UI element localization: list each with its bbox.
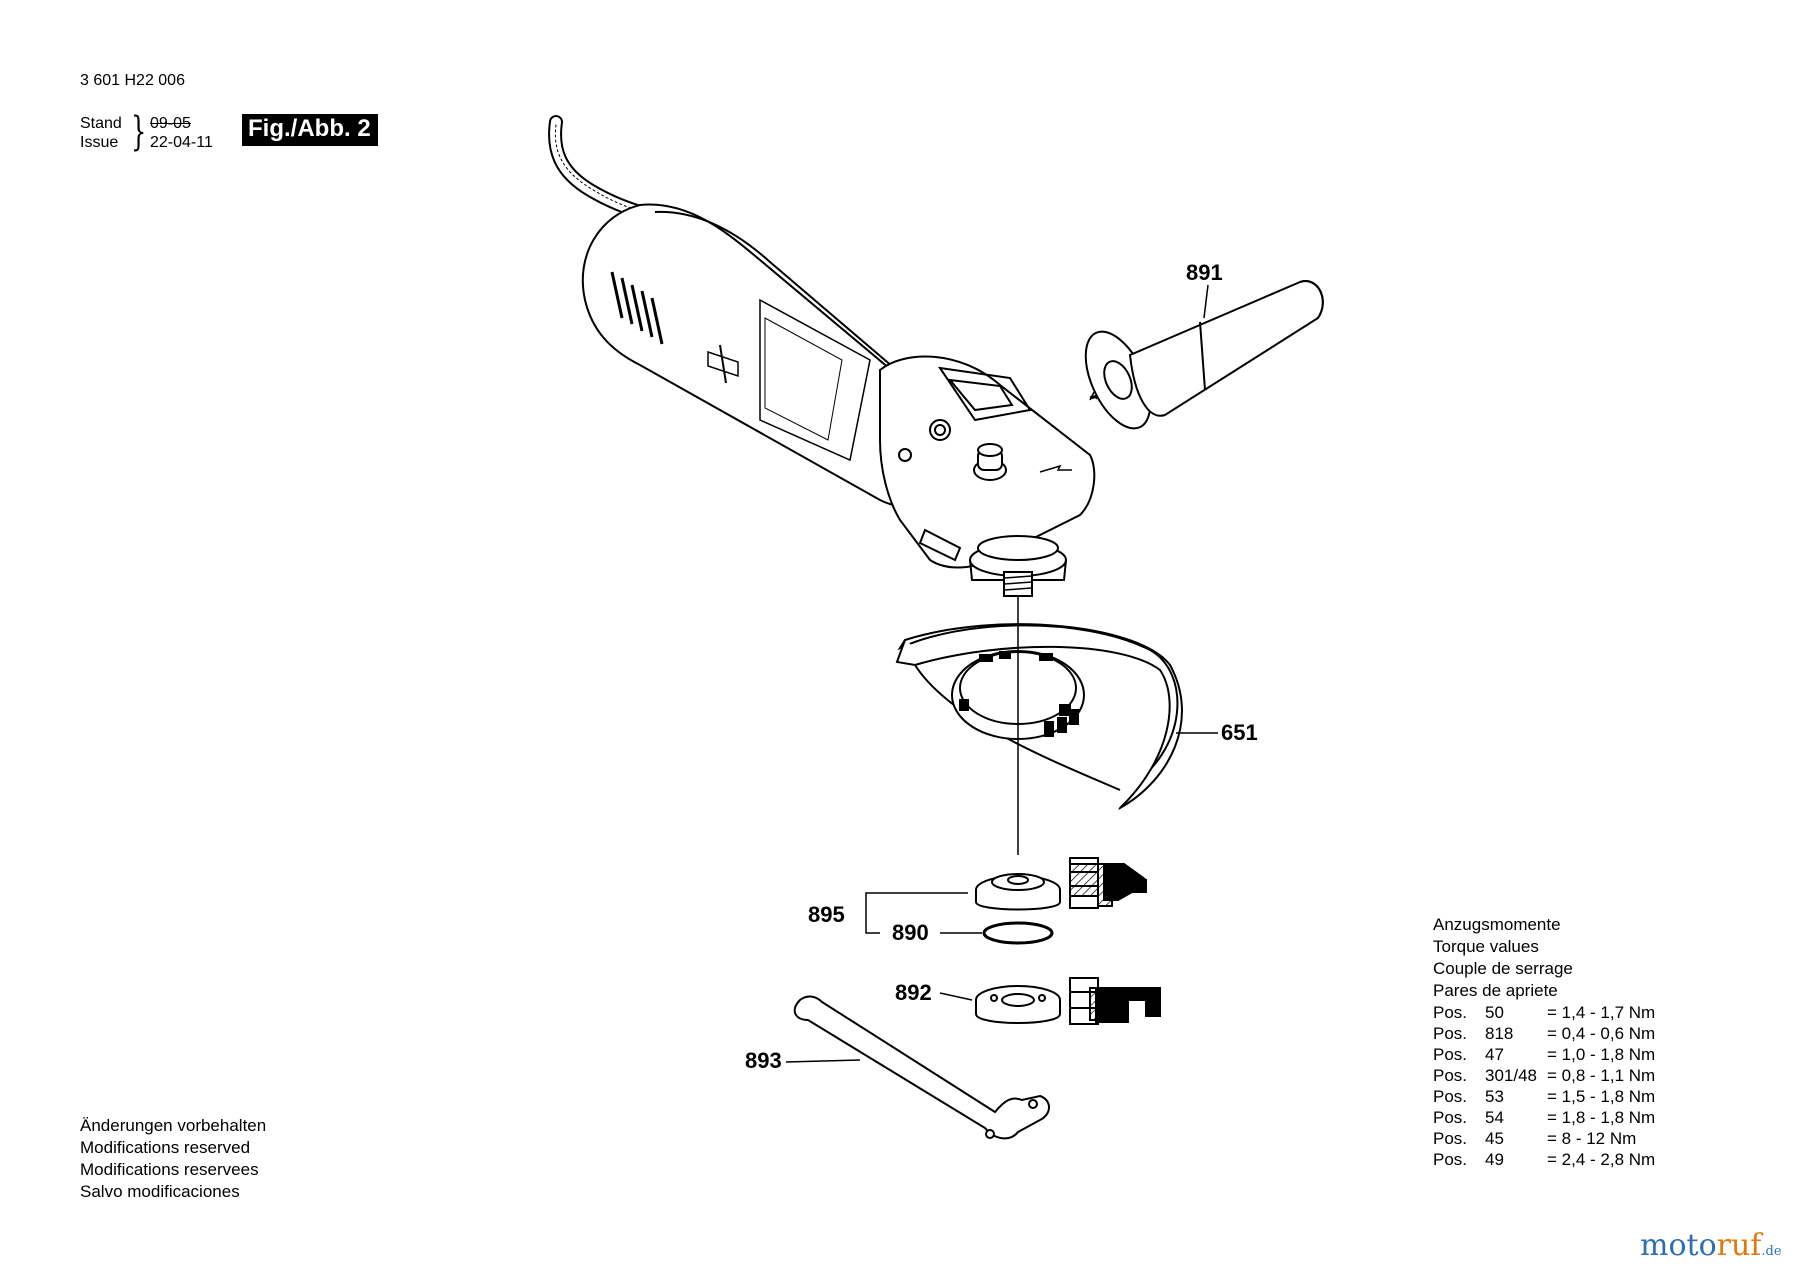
torque-value: = 2,4 - 2,8 Nm [1547, 1150, 1656, 1169]
side-handle-891 [1084, 280, 1324, 430]
table-row: Pos. 54 = 1,8 - 1,8 Nm [1433, 1107, 1655, 1128]
torque-value: = 1,4 - 1,7 Nm [1547, 1003, 1656, 1022]
pos-number: 301/48 [1485, 1066, 1537, 1085]
table-row: Pos. 45 = 8 - 12 Nm [1433, 1128, 1655, 1149]
modifications-es: Salvo modificaciones [80, 1182, 240, 1201]
stand-label: Stand [80, 115, 122, 132]
flange-section-symbol [1069, 857, 1147, 909]
watermark-tld: .de [1761, 1244, 1782, 1259]
vent-slots-icon [610, 271, 664, 345]
pos-number: 54 [1485, 1108, 1504, 1127]
mounting-flange-895 [975, 873, 1061, 911]
figure-label: Fig./Abb. 2 [242, 114, 378, 146]
table-row: Pos. 49 = 2,4 - 2,8 Nm [1433, 1149, 1655, 1170]
pos-number: 53 [1485, 1087, 1504, 1106]
angle-grinder-body [581, 203, 1096, 597]
pos-number: 50 [1485, 1003, 1504, 1022]
o-ring-890 [982, 921, 1054, 945]
torque-value: = 0,4 - 0,6 Nm [1547, 1024, 1656, 1043]
torque-header-es: Pares de apriete [1433, 981, 1558, 1000]
motoruf-watermark-logo: motoruf.de [1640, 1228, 1782, 1263]
torque-header-fr: Couple de serrage [1433, 959, 1573, 978]
torque-value: = 1,5 - 1,8 Nm [1547, 1087, 1656, 1106]
pos-label: Pos. [1433, 1003, 1468, 1022]
pos-label: Pos. [1433, 1129, 1468, 1148]
modifications-fr: Modifications reservees [80, 1160, 259, 1179]
new-date: 22-04-11 [150, 134, 213, 151]
table-row: Pos. 53 = 1,5 - 1,8 Nm [1433, 1086, 1655, 1107]
pos-label: Pos. [1433, 1108, 1468, 1127]
callout-895: 895 [808, 902, 845, 927]
pos-label: Pos. [1433, 1150, 1468, 1169]
callout-651: 651 [1221, 720, 1258, 745]
revision-labels: Stand Issue [80, 114, 122, 152]
nut-section-symbol [1069, 977, 1161, 1025]
torque-header-en: Torque values [1433, 937, 1539, 956]
modifications-note: Änderungen vorbehalten Modifications res… [80, 1115, 266, 1203]
torque-values-block: Anzugsmomente Torque values Couple de se… [1433, 914, 1655, 1170]
watermark-part2: ruf [1716, 1228, 1762, 1263]
callout-892: 892 [895, 980, 932, 1005]
watermark-part1: moto [1640, 1228, 1717, 1263]
modifications-de: Änderungen vorbehalten [80, 1116, 267, 1135]
table-row: Pos. 818 = 0,4 - 0,6 Nm [1433, 1023, 1655, 1044]
clamping-nut-892 [975, 985, 1061, 1024]
two-pin-spanner-893 [793, 995, 1050, 1140]
callout-893: 893 [745, 1048, 782, 1073]
pos-label: Pos. [1433, 1087, 1468, 1106]
leader-lines [785, 284, 1218, 1063]
pos-number: 818 [1485, 1024, 1514, 1043]
pos-number: 45 [1485, 1129, 1504, 1148]
power-cord [548, 115, 652, 221]
pos-label: Pos. [1433, 1045, 1468, 1064]
torque-table: Pos. 50 = 1,4 - 1,7 Nm Pos. 818 = 0,4 - 0,6 … [1433, 1002, 1655, 1170]
document-number: 3 601 H22 006 [80, 72, 185, 89]
modifications-en: Modifications reserved [80, 1138, 251, 1157]
torque-value: = 0,8 - 1,1 Nm [1547, 1066, 1656, 1085]
revision-dates: 09-05 22-04-11 [150, 114, 213, 152]
old-date: 09-05 [150, 115, 191, 132]
torque-value: = 1,0 - 1,8 Nm [1547, 1045, 1656, 1064]
torque-value: = 1,8 - 1,8 Nm [1547, 1108, 1656, 1127]
callout-891: 891 [1186, 260, 1223, 285]
pos-label: Pos. [1433, 1066, 1468, 1085]
pos-number: 47 [1485, 1045, 1504, 1064]
brace-icon: } [131, 109, 147, 155]
torque-value: = 8 - 12 Nm [1547, 1129, 1637, 1148]
issue-label: Issue [80, 134, 119, 151]
callout-890: 890 [892, 920, 929, 945]
wheel-guard-651 [895, 623, 1183, 811]
pos-number: 49 [1485, 1150, 1504, 1169]
table-row: Pos. 301/48 = 0,8 - 1,1 Nm [1433, 1065, 1655, 1086]
torque-header-de: Anzugsmomente [1433, 915, 1561, 934]
pos-label: Pos. [1433, 1024, 1468, 1043]
table-row: Pos. 50 = 1,4 - 1,7 Nm [1433, 1002, 1655, 1023]
table-row: Pos. 47 = 1,0 - 1,8 Nm [1433, 1044, 1655, 1065]
